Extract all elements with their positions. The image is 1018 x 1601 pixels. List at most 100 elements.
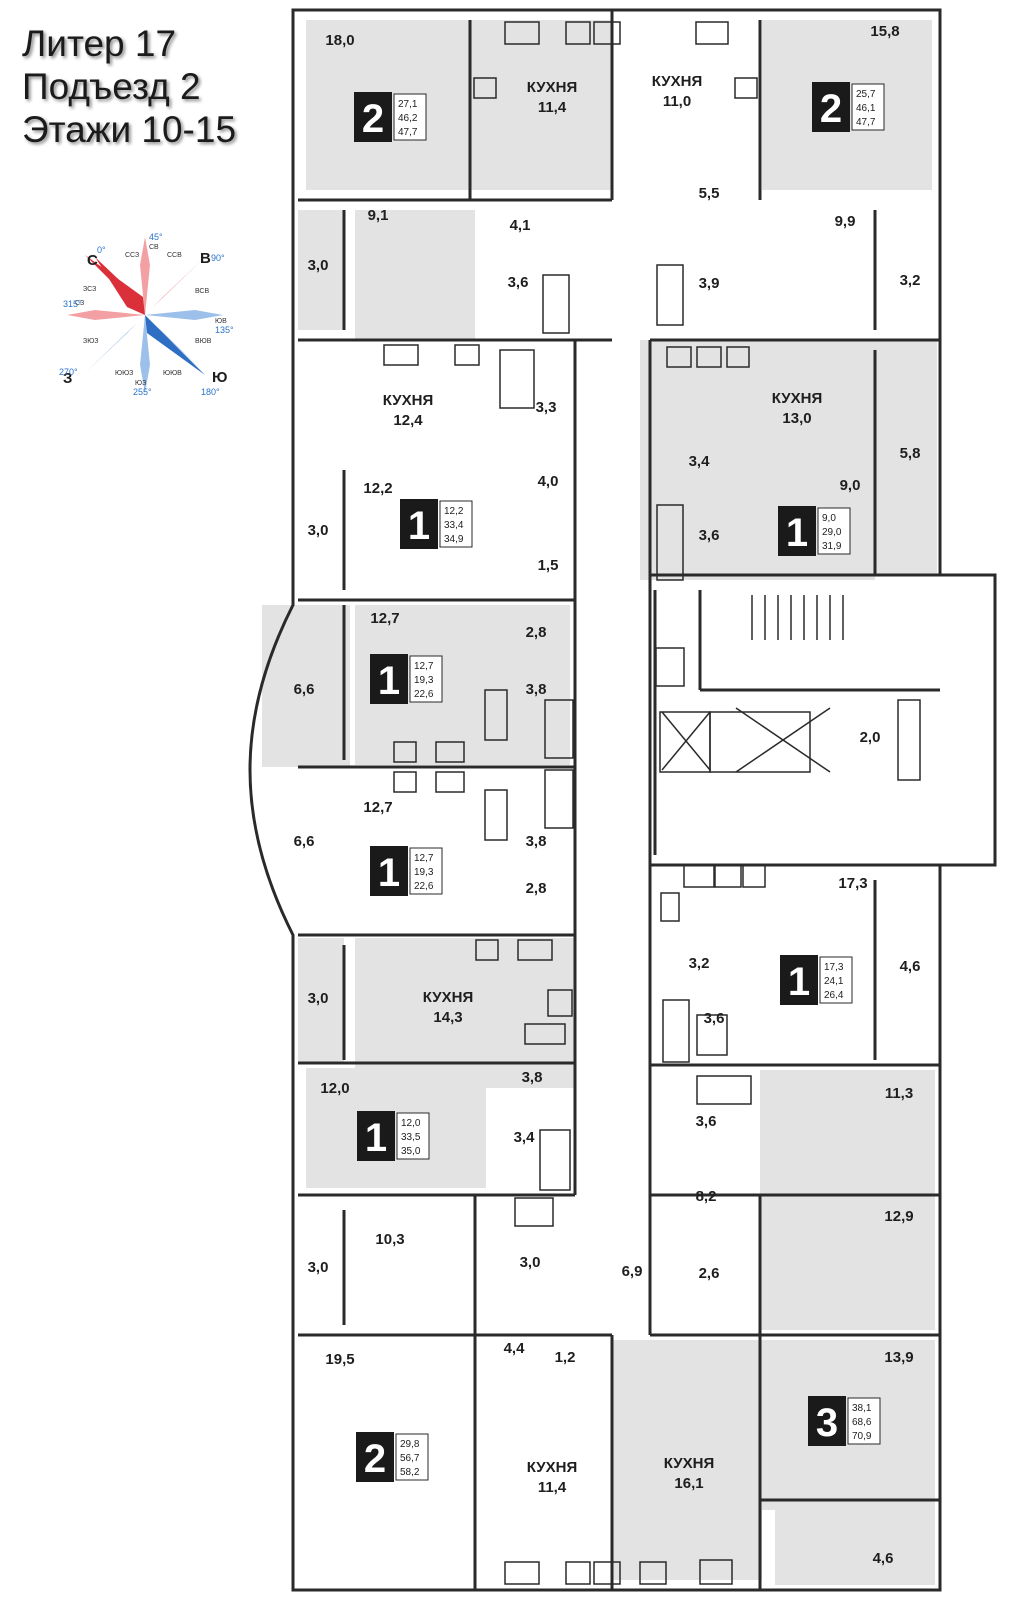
fixture-6 xyxy=(383,344,419,366)
fixture-1 xyxy=(565,21,591,45)
unit-rooms-count: 2 xyxy=(820,87,842,131)
shaded-zone-10 xyxy=(306,1068,486,1188)
unit-area-value: 29,0 xyxy=(822,527,842,538)
unit-area-value: 47,7 xyxy=(398,127,418,138)
shaded-zone-8 xyxy=(298,938,344,1063)
compass-sw-deg: 255° xyxy=(133,387,152,397)
unit-area-value: 26,4 xyxy=(824,990,844,1001)
fixture-17 xyxy=(696,1075,752,1105)
unit-area-value: 12,7 xyxy=(414,853,434,864)
room-label: 4,0 xyxy=(538,473,559,490)
room-label: 4,6 xyxy=(900,958,921,975)
room-label: 2,8 xyxy=(526,880,547,897)
room-label: 6,6 xyxy=(294,833,315,850)
elevator-cross-b-1 xyxy=(735,707,831,773)
room-label: 3,3 xyxy=(536,399,557,416)
room-label: 4,4 xyxy=(504,1340,526,1357)
fixture-34 xyxy=(475,939,499,961)
room-label: 5,5 xyxy=(699,185,720,202)
unit-area-box xyxy=(817,507,851,555)
unit-area-box xyxy=(847,1397,881,1445)
room-label: 3,6 xyxy=(696,1113,717,1130)
compass-se: ЮВ xyxy=(215,318,227,325)
entrance-label: Подъезд 2 xyxy=(22,66,201,107)
room-label: 8,2 xyxy=(696,1188,717,1205)
fixture-18 xyxy=(544,699,574,759)
fixture-15 xyxy=(539,1129,571,1191)
unit-area-value: 33,5 xyxy=(401,1132,421,1143)
room-label: 2,0 xyxy=(860,729,881,746)
fixture-26 xyxy=(683,864,715,888)
fixture-2 xyxy=(593,21,621,45)
room-label: 3,8 xyxy=(526,681,547,698)
fixture-24 xyxy=(662,999,690,1063)
fixtures xyxy=(383,21,921,1585)
room-label: 1,2 xyxy=(555,1349,576,1366)
unit-area-value: 9,0 xyxy=(822,513,836,524)
unit-rooms-count: 2 xyxy=(364,1437,386,1481)
fixture-19 xyxy=(544,769,574,829)
fixture-35 xyxy=(660,892,680,922)
unit-area-value: 31,9 xyxy=(822,541,842,552)
fixture-31 xyxy=(393,771,417,793)
room-label: 18,0 xyxy=(325,32,354,49)
fixture-30 xyxy=(435,741,465,763)
compass-north: С xyxy=(87,252,98,269)
fixture-29 xyxy=(393,741,417,763)
unit-rooms-count: 1 xyxy=(786,511,808,555)
unit-rooms-box xyxy=(812,82,850,132)
unit-area-value: 33,4 xyxy=(444,520,464,531)
compass-west: З xyxy=(63,370,72,387)
floors-label: Этажи 10-15 xyxy=(22,109,237,150)
fixture-44 xyxy=(639,1561,667,1585)
unit-area-box xyxy=(851,83,885,131)
fixture-20 xyxy=(484,689,508,741)
room-label: 3,0 xyxy=(308,257,329,274)
fixture-25 xyxy=(696,1014,728,1056)
fixture-36 xyxy=(655,647,685,687)
fixture-33 xyxy=(517,939,553,961)
unit-rooms-box xyxy=(354,92,392,142)
outer-wall xyxy=(248,8,997,1592)
unit-area-box xyxy=(395,1433,429,1481)
fixture-10 xyxy=(726,346,750,368)
room-label: 4,1 xyxy=(510,217,531,234)
fixture-22 xyxy=(524,1023,566,1045)
fixture-8 xyxy=(666,346,692,368)
shaded-zone-6 xyxy=(262,605,350,767)
unit-area-value: 12,2 xyxy=(444,506,464,517)
unit-area-value: 56,7 xyxy=(400,1453,420,1464)
compass-rose: С 0° В 90° Ю 180° З 270° СВ 45° ЮВ 135° … xyxy=(59,232,234,397)
compass-east: В xyxy=(200,250,211,267)
unit-area-value: 29,8 xyxy=(400,1439,420,1450)
room-label: 12,0 xyxy=(320,1080,349,1097)
compass-nnw: ССЗ xyxy=(125,252,139,259)
room-label: 9,0 xyxy=(840,477,861,494)
plan-header: Литер 17 Подъезд 2 Этажи 10-15 xyxy=(22,22,236,151)
unit-rooms-count: 1 xyxy=(365,1116,387,1160)
room-label: 6,6 xyxy=(294,681,315,698)
compass-ese: ВЮВ xyxy=(195,338,212,345)
room-label: 3,0 xyxy=(308,522,329,539)
room-label: 3,4 xyxy=(689,453,711,470)
unit-area-value: 19,3 xyxy=(414,867,434,878)
room-label: 3,6 xyxy=(699,527,720,544)
fixture-38 xyxy=(659,711,711,773)
room-label: 3,6 xyxy=(704,1010,725,1027)
unit-rooms-box xyxy=(370,654,408,704)
room-label: 3,2 xyxy=(900,272,921,289)
unit-rooms-count: 1 xyxy=(378,851,400,895)
room-label: 5,8 xyxy=(900,445,921,462)
unit-rooms-box xyxy=(780,955,818,1005)
room-label: 3,9 xyxy=(699,275,720,292)
unit-rooms-count: 3 xyxy=(816,1401,838,1445)
